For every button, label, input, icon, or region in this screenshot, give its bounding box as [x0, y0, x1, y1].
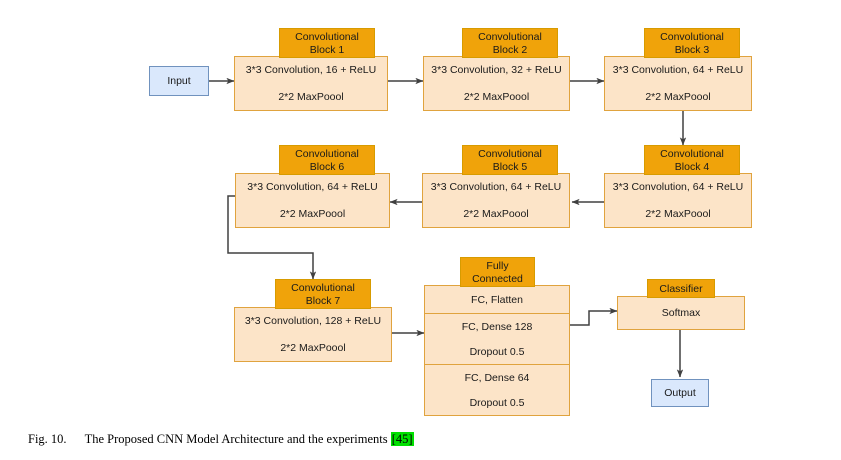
conv5-header-line2: Block 5 [492, 160, 528, 173]
conv5-header: Convolutional Block 5 [462, 145, 558, 175]
fc-header: Fully Connected [460, 257, 535, 287]
citation-close-bracket: ] [408, 432, 413, 446]
input-label: Input [167, 75, 191, 87]
cnn-architecture-diagram: Input Convolutional Block 1 3*3 Convolut… [149, 28, 752, 416]
classifier-header-line1: Classifier [659, 282, 703, 295]
conv6-row-conv: 3*3 Convolution, 64 + ReLU [247, 181, 378, 194]
conv6-header: Convolutional Block 6 [279, 145, 375, 175]
wire-fc-to-classifier [570, 307, 618, 326]
conv1-row-conv: 3*3 Convolution, 16 + ReLU [245, 64, 377, 77]
fc-section-dense64: FC, Dense 64 Dropout 0.5 [425, 365, 569, 416]
conv3-header: Convolutional Block 3 [644, 28, 740, 58]
citation-reference[interactable]: [45] [390, 432, 414, 446]
fc-dense128-label: FC, Dense 128 [461, 320, 533, 333]
conv3-header-line1: Convolutional [660, 31, 724, 43]
conv3-row-conv: 3*3 Convolution, 64 + ReLU [612, 64, 744, 77]
conv2-header: Convolutional Block 2 [462, 28, 558, 58]
conv2-row-pool: 2*2 MaxPoool [463, 90, 530, 103]
conv1-header-line2: Block 1 [309, 43, 345, 56]
fc-section-flatten: FC, Flatten [425, 286, 569, 314]
conv6-header-line2: Block 6 [309, 160, 345, 173]
output-label: Output [664, 387, 696, 399]
conv4-row-conv: 3*3 Convolution, 64 + ReLU [612, 181, 744, 194]
conv4-body: 3*3 Convolution, 64 + ReLU 2*2 MaxPoool [604, 173, 752, 228]
conv2-row-conv: 3*3 Convolution, 32 + ReLU [431, 64, 562, 77]
fc-header-line1: Fully [486, 260, 509, 272]
conv3-header-line2: Block 3 [674, 43, 710, 56]
conv7-header: Convolutional Block 7 [275, 279, 371, 309]
fc-flatten-label: FC, Flatten [471, 294, 523, 306]
conv7-header-line2: Block 7 [305, 294, 341, 307]
fc-section-dense128: FC, Dense 128 Dropout 0.5 [425, 314, 569, 365]
conv7-row-conv: 3*3 Convolution, 128 + ReLU [244, 315, 382, 328]
classifier-row-softmax: Softmax [661, 307, 701, 319]
citation-open-bracket: [ [391, 432, 396, 446]
conv1-row-pool: 2*2 MaxPoool [278, 90, 344, 103]
conv5-header-line1: Convolutional [478, 148, 542, 160]
figure-caption-text: The Proposed CNN Model Architecture and … [84, 432, 388, 446]
fc-dropout1-label: Dropout 0.5 [469, 345, 525, 358]
conv6-header-line1: Convolutional [295, 148, 359, 160]
conv1-body: 3*3 Convolution, 16 + ReLU 2*2 MaxPoool [234, 56, 388, 111]
fc-header-line2: Connected [472, 272, 523, 285]
conv4-header-line1: Convolutional [660, 148, 724, 160]
conv1-header-line1: Convolutional [295, 31, 359, 43]
conv5-row-pool: 2*2 MaxPoool [463, 207, 529, 220]
fc-dense64-label: FC, Dense 64 [464, 371, 530, 384]
conv4-header: Convolutional Block 4 [644, 145, 740, 175]
conv7-body: 3*3 Convolution, 128 + ReLU 2*2 MaxPoool [234, 307, 392, 362]
conv7-row-pool: 2*2 MaxPoool [280, 341, 346, 354]
classifier-body: Softmax [617, 296, 745, 330]
conv5-row-conv: 3*3 Convolution, 64 + ReLU [430, 181, 562, 194]
conv4-header-line2: Block 4 [674, 160, 710, 173]
conv4-row-pool: 2*2 MaxPoool [645, 207, 711, 220]
conv2-header-line1: Convolutional [478, 31, 542, 43]
conv2-header-line2: Block 2 [492, 43, 528, 56]
conv6-body: 3*3 Convolution, 64 + ReLU 2*2 MaxPoool [235, 173, 390, 228]
conv7-header-line1: Convolutional [291, 282, 355, 294]
conv3-row-pool: 2*2 MaxPoool [645, 90, 711, 103]
conv2-body: 3*3 Convolution, 32 + ReLU 2*2 MaxPoool [423, 56, 570, 111]
conv3-body: 3*3 Convolution, 64 + ReLU 2*2 MaxPoool [604, 56, 752, 111]
output-node: Output [651, 379, 709, 407]
input-node: Input [149, 66, 209, 96]
classifier-header: Classifier [647, 279, 715, 298]
figure-caption: Fig. 10. The Proposed CNN Model Architect… [28, 432, 818, 447]
conv1-header: Convolutional Block 1 [279, 28, 375, 58]
fc-body: FC, Flatten FC, Dense 128 Dropout 0.5 FC… [424, 285, 570, 416]
citation-number: 45 [395, 432, 409, 446]
conv5-body: 3*3 Convolution, 64 + ReLU 2*2 MaxPoool [422, 173, 570, 228]
fc-dropout2-label: Dropout 0.5 [469, 396, 525, 409]
conv6-row-pool: 2*2 MaxPoool [279, 207, 346, 220]
figure-label: Fig. 10. [28, 432, 67, 446]
